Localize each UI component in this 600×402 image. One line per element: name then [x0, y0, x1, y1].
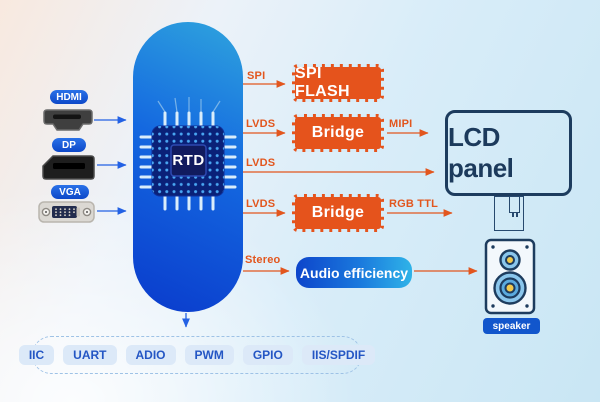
speaker-label-badge: speaker	[483, 318, 540, 334]
bus-label-spi: SPI	[247, 70, 266, 82]
peripheral-pill-gpio: GPIO	[242, 345, 293, 365]
lcd-plug-pin	[512, 213, 514, 217]
dp-connector-icon	[42, 155, 95, 180]
speaker-icon	[484, 238, 536, 315]
lcd-connector-plug	[509, 196, 520, 213]
bridge-bottom-block: Bridge	[292, 194, 384, 232]
bus-label-lvds-top: LVDS	[246, 118, 276, 130]
input-badge-dp: DP	[52, 138, 86, 152]
hdmi-connector-icon	[43, 109, 93, 131]
peripheral-pill-iis-spdif: IIS/SPDIF	[301, 345, 376, 365]
peripheral-pill-uart: UART	[63, 345, 117, 365]
peripheral-pill-pwm: PWM	[184, 345, 234, 365]
chip-core	[170, 144, 207, 177]
chip-decor-wires	[157, 97, 221, 113]
spi-flash-block: SPI FLASH	[292, 64, 384, 102]
bus-label-mipi: MIPI	[389, 118, 413, 130]
bus-label-lvds-mid: LVDS	[246, 157, 276, 169]
vga-connector-icon	[38, 201, 95, 223]
audio-efficiency-block: Audio efficiency	[296, 257, 412, 288]
bridge-top-block: Bridge	[292, 114, 384, 152]
bus-label-rgb-ttl: RGB TTL	[389, 198, 439, 210]
chip-name-label: RTD	[172, 152, 205, 169]
bus-label-lvds-bottom: LVDS	[246, 198, 276, 210]
input-badge-hdmi: HDMI	[50, 90, 88, 104]
input-badge-vga: VGA	[51, 185, 89, 199]
chip-icon	[139, 97, 237, 211]
bus-label-stereo: Stereo	[245, 254, 281, 266]
lcd-plug-pin	[516, 213, 518, 217]
peripheral-bus-container: IIC UART ADIO PWM GPIO IIS/SPDIF	[18, 336, 376, 374]
peripheral-pill-adio: ADIO	[125, 345, 176, 365]
peripheral-pill-iic: IIC	[18, 345, 55, 365]
lcd-panel-block: LCD panel	[445, 110, 572, 196]
